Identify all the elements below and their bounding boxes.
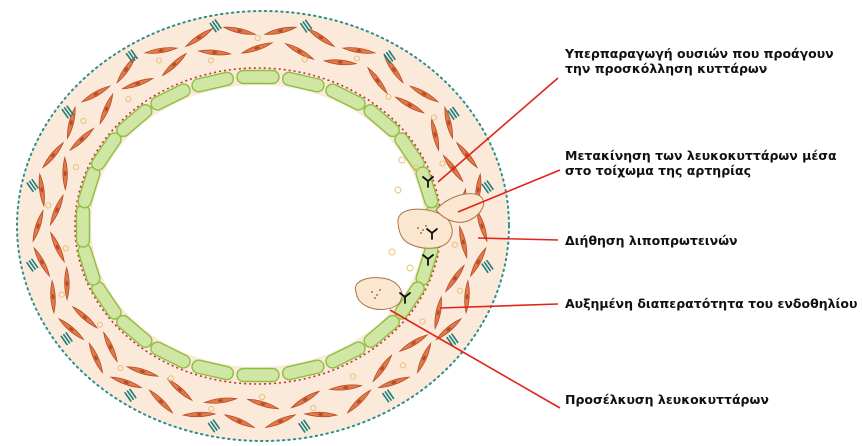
label-leukocyte-attraction: Προσέλκυση λευκοκυττάρων xyxy=(565,392,860,407)
endothelial-cell xyxy=(77,205,90,247)
lumen xyxy=(91,85,425,367)
endothelial-cell xyxy=(237,71,279,84)
label-endothelial-permeability: Αυξημένη διαπερατότητα του ενδοθηλίου xyxy=(565,296,860,311)
label-lipoprotein-infiltration: Διήθηση λιποπρωτεινών xyxy=(565,233,860,248)
label-leukocyte-migration: Μετακίνηση των λευκοκυττάρων μέσα στο το… xyxy=(565,148,860,178)
endothelial-cell xyxy=(237,369,279,382)
label-adhesion-substances: Υπερπαραγωγή ουσιών που προάγουν την προ… xyxy=(565,46,860,76)
